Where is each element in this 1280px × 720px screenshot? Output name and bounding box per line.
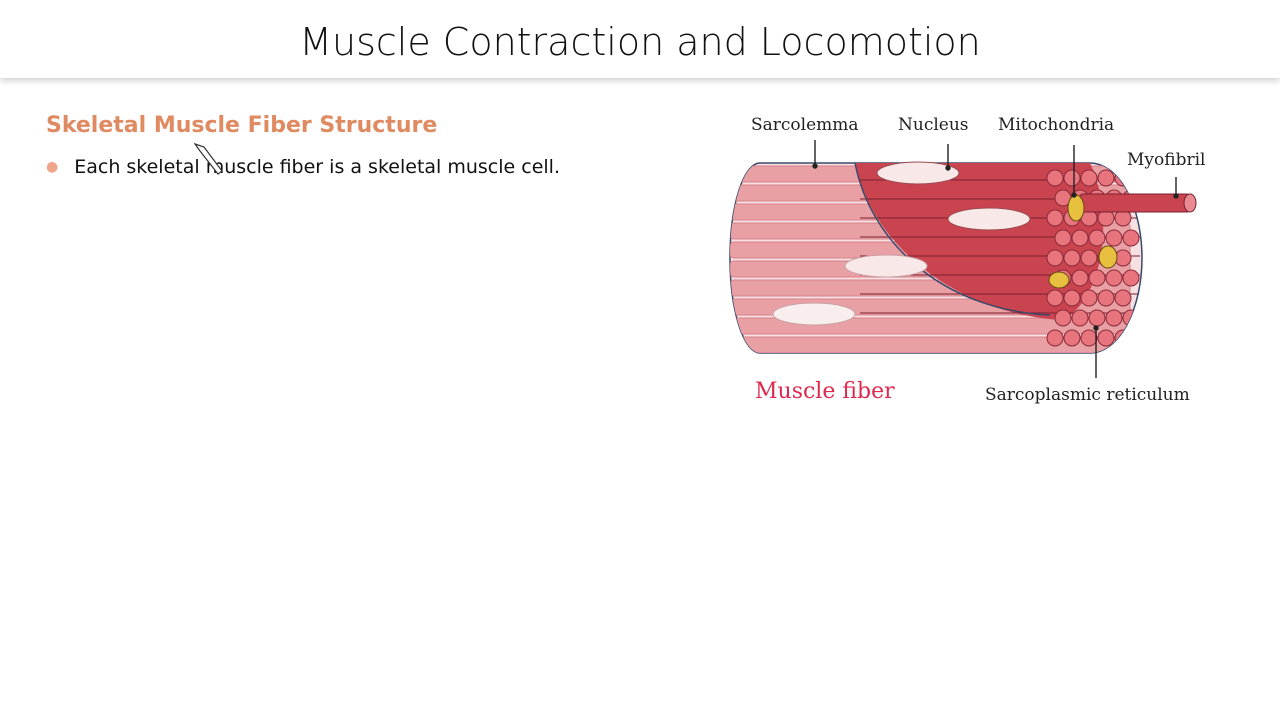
myofibril-cross-section	[1046, 209, 1064, 227]
myofibril-cross-section	[1105, 269, 1123, 287]
muscle-fiber-illustration	[729, 140, 1197, 378]
myofibril-cross-section	[1080, 329, 1098, 347]
label-mitochondria: Mitochondria	[998, 115, 1115, 135]
title-bar: Muscle Contraction and Locomotion	[0, 0, 1280, 78]
myofibril-cross-section	[1088, 229, 1106, 247]
myofibril-cross-section	[1097, 289, 1115, 307]
label-myofibril: Myofibril	[1127, 150, 1206, 170]
bullet-item: ● Each skeletal muscle fiber is a skeleta…	[46, 156, 560, 178]
myofibril-cross-section	[1046, 329, 1064, 347]
myofibril-cross-section	[1071, 229, 1089, 247]
myofibril-cross-section	[1088, 309, 1106, 327]
myofibril-cross-section	[1071, 269, 1089, 287]
myofibril-cross-section	[1114, 289, 1132, 307]
myofibril-cross-section	[1071, 309, 1089, 327]
myofibril-cross-section	[1063, 289, 1081, 307]
mitochondrion-shape	[1067, 194, 1085, 222]
myofibril-cross-section	[1088, 269, 1106, 287]
myofibril-cross-section	[1046, 289, 1064, 307]
myofibril-cross-section	[1046, 169, 1064, 187]
myofibril-cross-section	[1063, 169, 1081, 187]
myofibril-cross-section	[1105, 309, 1123, 327]
myofibril-cross-section	[1046, 249, 1064, 267]
myofibril-cross-section	[1080, 169, 1098, 187]
nucleus-shape	[876, 161, 960, 185]
pen-cursor-icon	[194, 143, 223, 175]
myofibril-cross-section	[1105, 229, 1123, 247]
myofibril-cross-section	[1063, 329, 1081, 347]
exposed-myofibrils	[855, 163, 1104, 320]
myofibril-cross-section	[1080, 249, 1098, 267]
label-sarcoplasmic-reticulum: Sarcoplasmic reticulum	[985, 385, 1190, 405]
label-sarcolemma: Sarcolemma	[751, 115, 859, 135]
myofibril-cross-section	[1122, 269, 1140, 287]
myofibril-cross-section	[1122, 229, 1140, 247]
section-heading: Skeletal Muscle Fiber Structure	[46, 113, 438, 138]
myofibril-cross-section	[1063, 249, 1081, 267]
diagram-caption: Muscle fiber	[755, 379, 895, 404]
label-nucleus: Nucleus	[898, 115, 969, 135]
myofibril-cross-section	[1097, 169, 1115, 187]
bullet-dot-icon: ●	[46, 159, 59, 175]
myofibril-cross-section	[1054, 309, 1072, 327]
slide-title: Muscle Contraction and Locomotion	[299, 20, 981, 64]
bullet-text: Each skeletal muscle fiber is a skeletal…	[74, 156, 560, 178]
myofibril-cross-section	[1054, 229, 1072, 247]
myofibril-cross-section	[1080, 289, 1098, 307]
myofibril-cross-section	[1097, 329, 1115, 347]
muscle-fiber-diagram: Sarcolemma Nucleus Mitochondria Myofibri…	[720, 100, 1260, 420]
